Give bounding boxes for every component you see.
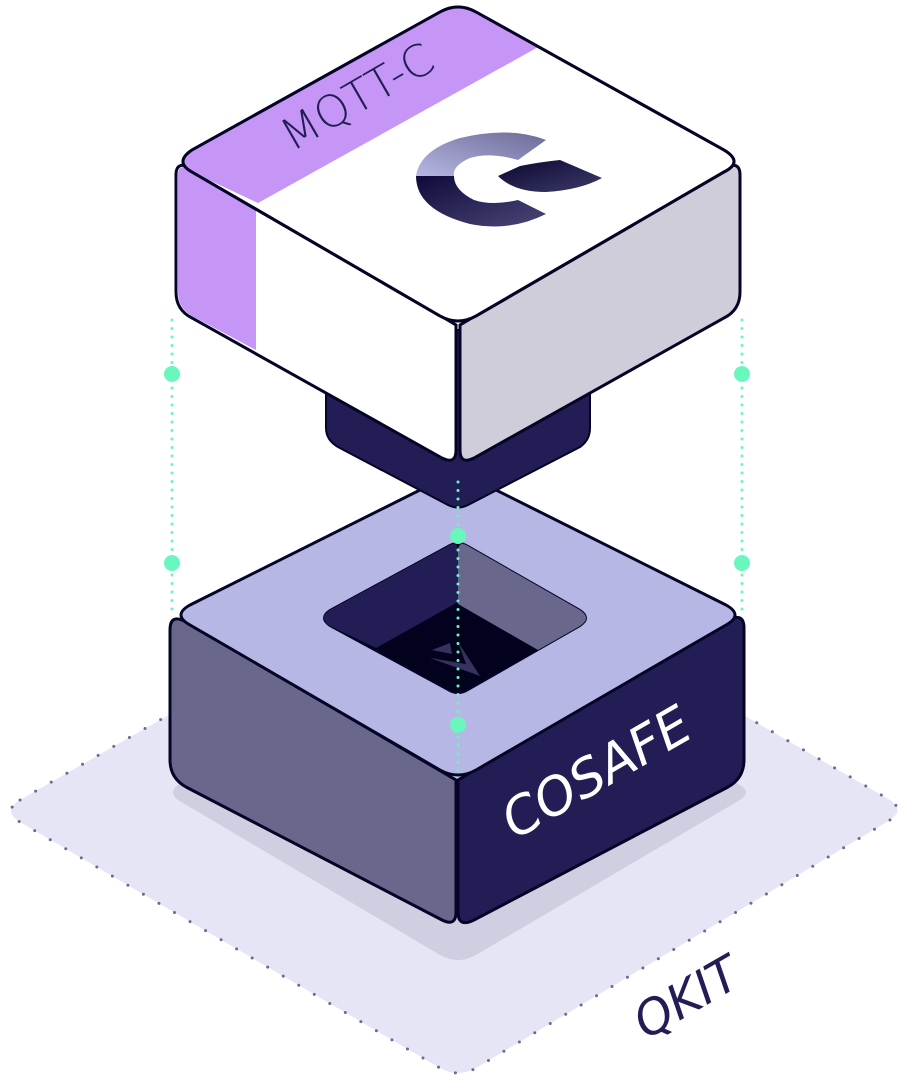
c-logo-icon [416,132,602,227]
lower-module-left-face [168,617,458,924]
top-module-right-face [458,163,742,462]
top-module[interactable]: MQTT-C [174,5,742,462]
connector-node [734,555,750,571]
top-module-left-band [178,166,256,350]
connector-node [450,528,466,544]
lower-module[interactable]: COSAFE [168,474,746,925]
connector-node [734,366,750,382]
connector-lines [164,318,750,780]
lower-module-right-face [456,615,746,925]
top-module-top-band [183,7,540,203]
platform-dotted-border [9,553,899,1075]
connector-node [164,555,180,571]
recess-pit [323,542,587,694]
pit-logo-icon [430,642,480,676]
connector-node [450,717,466,733]
connector-node [164,366,180,382]
